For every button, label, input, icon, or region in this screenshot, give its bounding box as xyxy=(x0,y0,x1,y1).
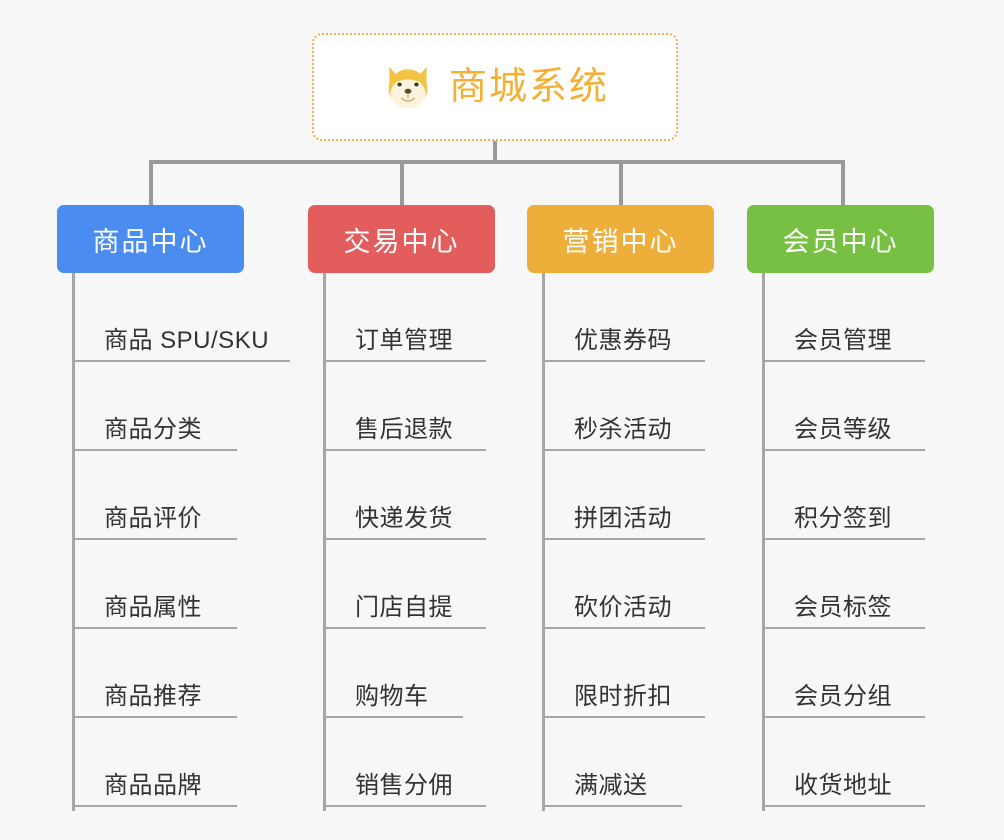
leaf-item-label: 优惠券码 xyxy=(574,327,672,354)
leaf-item-label: 限时折扣 xyxy=(574,683,672,710)
category-box-marketing-center[interactable]: 营销中心 xyxy=(527,205,714,273)
leaf-item[interactable]: 商品属性 xyxy=(72,540,237,629)
leaf-item-label: 积分签到 xyxy=(794,505,892,532)
connector-root-stem xyxy=(493,141,497,163)
category-box-member-center[interactable]: 会员中心 xyxy=(747,205,934,273)
leaf-item-label: 订单管理 xyxy=(355,327,453,354)
leaf-item[interactable]: 门店自提 xyxy=(323,540,486,629)
category-box-product-center[interactable]: 商品中心 xyxy=(57,205,244,273)
connector-drop-trade xyxy=(400,160,404,205)
leaf-item-label: 销售分佣 xyxy=(355,772,453,799)
leaf-item[interactable]: 商品分类 xyxy=(72,362,237,451)
leaf-item[interactable]: 拼团活动 xyxy=(542,451,705,540)
leaf-item-label: 会员等级 xyxy=(794,416,892,443)
category-label: 会员中心 xyxy=(782,226,899,257)
leaf-item[interactable]: 销售分佣 xyxy=(323,718,486,807)
branch-column-member-center: 会员管理会员等级积分签到会员标签会员分组收货地址 xyxy=(762,273,949,811)
category-label: 商品中心 xyxy=(92,226,209,257)
leaf-item[interactable]: 会员标签 xyxy=(762,540,925,629)
category-label: 营销中心 xyxy=(562,226,679,257)
root-title: 商城系统 xyxy=(448,66,609,108)
category-box-trade-center[interactable]: 交易中心 xyxy=(308,205,495,273)
leaf-item[interactable]: 会员管理 xyxy=(762,273,925,362)
leaf-item[interactable]: 售后退款 xyxy=(323,362,486,451)
leaf-item-label: 购物车 xyxy=(355,683,429,710)
leaf-item-label: 砍价活动 xyxy=(574,594,672,621)
connector-horizontal-bar xyxy=(149,160,845,164)
leaf-item[interactable]: 商品推荐 xyxy=(72,629,237,718)
branch-column-product-center: 商品 SPU/SKU 商品分类商品评价商品属性商品推荐商品品牌 xyxy=(72,273,290,811)
leaf-item-label: 满减送 xyxy=(574,772,648,799)
leaf-item[interactable]: 商品品牌 xyxy=(72,718,237,807)
leaf-item[interactable]: 快递发货 xyxy=(323,451,486,540)
leaf-item[interactable]: 订单管理 xyxy=(323,273,486,362)
leaf-item[interactable]: 商品 SPU/SKU xyxy=(72,273,290,362)
branch-spine xyxy=(72,273,75,811)
branch-spine xyxy=(323,273,326,811)
leaf-item[interactable]: 收货地址 xyxy=(762,718,925,807)
leaf-item-label: 快递发货 xyxy=(355,505,453,532)
root-node[interactable]: 商城系统 xyxy=(312,33,678,141)
leaf-item-label: 秒杀活动 xyxy=(574,416,672,443)
leaf-item[interactable]: 满减送 xyxy=(542,718,682,807)
leaf-item[interactable]: 砍价活动 xyxy=(542,540,705,629)
branch-spine xyxy=(762,273,765,811)
leaf-item-label: 商品分类 xyxy=(104,416,202,443)
leaf-item[interactable]: 限时折扣 xyxy=(542,629,705,718)
leaf-item[interactable]: 会员等级 xyxy=(762,362,925,451)
leaf-item-label: 商品品牌 xyxy=(104,772,202,799)
leaf-item-label: 售后退款 xyxy=(355,416,453,443)
leaf-item-label: 收货地址 xyxy=(794,772,892,799)
leaf-item-label: 商品属性 xyxy=(104,594,202,621)
leaf-item[interactable]: 商品评价 xyxy=(72,451,237,540)
leaf-item-label: 会员管理 xyxy=(794,327,892,354)
leaf-item[interactable]: 购物车 xyxy=(323,629,463,718)
leaf-item[interactable]: 秒杀活动 xyxy=(542,362,705,451)
shiba-dog-icon xyxy=(388,66,428,110)
leaf-item-label: 会员标签 xyxy=(794,594,892,621)
category-label: 交易中心 xyxy=(343,226,460,257)
connector-drop-member xyxy=(841,160,845,205)
connector-drop-marketing xyxy=(619,160,623,205)
branch-column-marketing-center: 优惠券码秒杀活动拼团活动砍价活动限时折扣满减送 xyxy=(542,273,729,811)
leaf-item-label: 拼团活动 xyxy=(574,505,672,532)
connector-drop-product xyxy=(149,160,153,205)
leaf-item[interactable]: 会员分组 xyxy=(762,629,925,718)
leaf-item-label: 门店自提 xyxy=(355,594,453,621)
branch-spine xyxy=(542,273,545,811)
leaf-item-label: 商品推荐 xyxy=(104,683,202,710)
branch-column-trade-center: 订单管理售后退款快递发货门店自提购物车销售分佣 xyxy=(323,273,510,811)
leaf-item[interactable]: 积分签到 xyxy=(762,451,925,540)
leaf-item-label: 商品 SPU/SKU xyxy=(104,327,270,354)
leaf-item-label: 商品评价 xyxy=(104,505,202,532)
leaf-item[interactable]: 优惠券码 xyxy=(542,273,705,362)
leaf-item-label: 会员分组 xyxy=(794,683,892,710)
